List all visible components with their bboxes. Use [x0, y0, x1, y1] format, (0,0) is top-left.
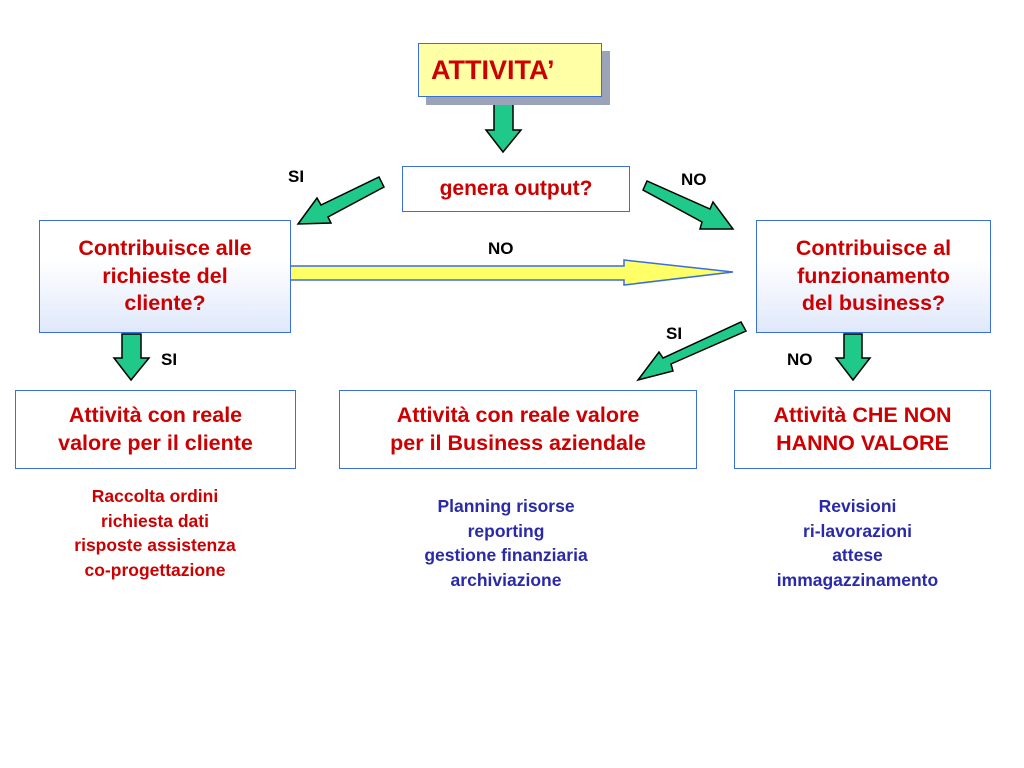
no-value-examples-list: Revisioni ri-lavorazioni attese immagazz… — [776, 496, 939, 590]
title-box: ATTIVITA’ — [418, 43, 602, 97]
no-right-label: NO — [681, 170, 707, 189]
si-left-label: SI — [288, 167, 305, 186]
diagonal-arrow-icon — [642, 180, 735, 230]
client-value-text: Attività con reale valore per il cliente — [58, 402, 253, 455]
down-arrow-icon — [112, 333, 151, 382]
no-business-label: NO — [787, 350, 813, 369]
diagonal-arrow-icon — [296, 176, 385, 225]
business-value-box: Attività con reale valore per il Busines… — [339, 390, 697, 469]
no-value-box: Attività CHE NON HANNO VALORE — [734, 390, 991, 469]
diagonal-arrow-icon — [636, 321, 748, 382]
no-value-text: Attività CHE NON HANNO VALORE — [773, 402, 952, 455]
right-arrow-icon — [285, 259, 734, 286]
client-question-box: Contribuisce alle richieste del cliente? — [39, 220, 291, 333]
output-question-text: genera output? — [439, 177, 593, 201]
client-question-text: Contribuisce alle richieste del cliente? — [78, 235, 252, 316]
output-question-box: genera output? — [402, 166, 630, 212]
business-value-text: Attività con reale valore per il Busines… — [390, 402, 646, 455]
title-text: ATTIVITA’ — [431, 54, 555, 85]
si-business-label: SI — [666, 324, 683, 343]
down-arrow-icon — [834, 333, 872, 382]
no-middle-label: NO — [488, 239, 514, 258]
client-examples-list: Raccolta ordini richiesta dati risposte … — [74, 486, 236, 580]
client-value-box: Attività con reale valore per il cliente — [15, 390, 296, 469]
business-question-text: Contribuisce al funzionamento del busine… — [795, 235, 952, 316]
business-examples-list: Planning risorse reporting gestione fina… — [424, 496, 588, 590]
down-arrow-icon — [484, 102, 523, 154]
business-question-box: Contribuisce al funzionamento del busine… — [756, 220, 991, 333]
si-client-label: SI — [161, 350, 178, 369]
